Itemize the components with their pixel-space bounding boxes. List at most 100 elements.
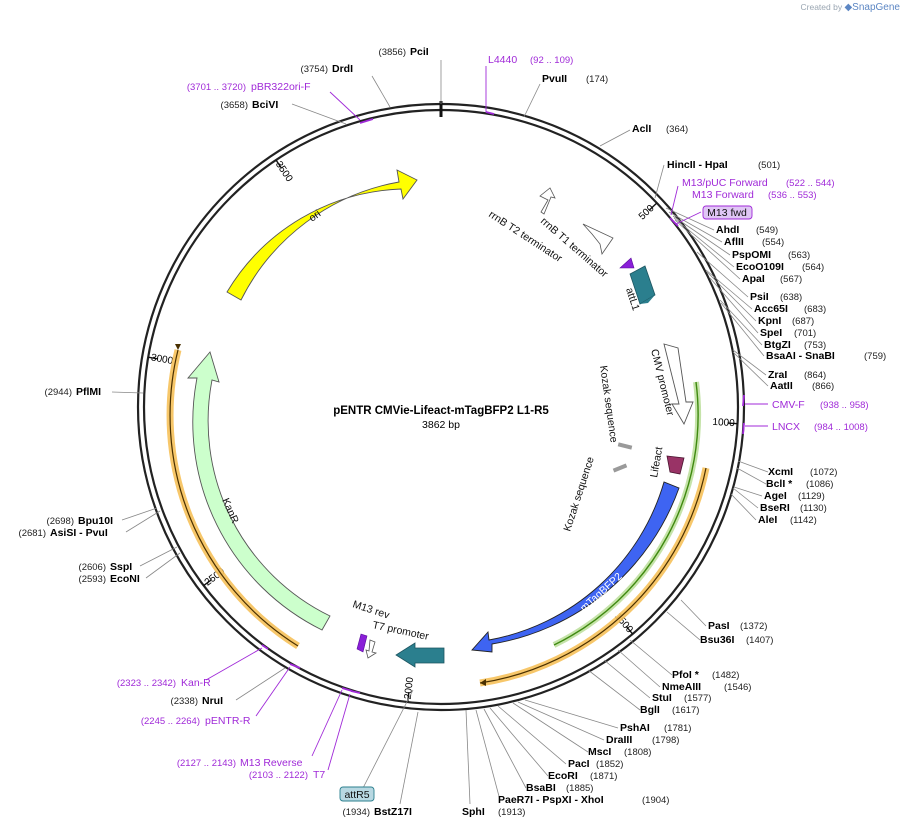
site-label-aflii[interactable]: AflII — [724, 236, 744, 248]
site-pos[interactable]: (1142) — [790, 515, 817, 526]
site-pos[interactable]: (501) — [758, 160, 780, 171]
site-label-pshai[interactable]: PshAI — [620, 722, 650, 734]
primer-label-pbr322orif[interactable]: pBR322ori-F — [251, 81, 311, 93]
site-label-bcivi[interactable]: BciVI — [252, 99, 278, 111]
site-label-nrui[interactable]: NruI — [202, 695, 223, 707]
site-pos[interactable]: (687) — [792, 316, 814, 327]
primer-label-pentrr[interactable]: pENTR-R — [205, 715, 251, 727]
site-label-alei[interactable]: AleI — [758, 514, 777, 526]
site-pos[interactable]: (3754) — [301, 64, 328, 75]
site-pos[interactable]: (1798) — [652, 735, 679, 746]
site-label-xcmi[interactable]: XcmI — [768, 466, 793, 478]
site-label-bsu36i[interactable]: Bsu36I — [700, 634, 735, 646]
primer-label-cmvf[interactable]: CMV-F — [772, 399, 805, 411]
site-label-snabi[interactable]: BsaAI - SnaBI — [766, 350, 835, 362]
site-label-zrai[interactable]: ZraI — [768, 369, 787, 381]
site-pos[interactable]: (1129) — [798, 491, 825, 502]
primer-pos[interactable]: (938 .. 958) — [820, 400, 869, 411]
primer-label-t7[interactable]: T7 — [313, 769, 325, 781]
primer-pos[interactable]: (522 .. 544) — [786, 178, 835, 189]
site-pos[interactable]: (2338) — [171, 696, 198, 707]
site-pos[interactable]: (1934) — [343, 807, 370, 818]
site-label-draiii[interactable]: DraIII — [606, 734, 632, 746]
site-pos[interactable]: (866) — [812, 381, 834, 392]
primer-pos[interactable]: (2127 .. 2143) — [177, 758, 236, 769]
site-pos[interactable]: (759) — [864, 351, 886, 362]
primer-pos[interactable]: (2245 .. 2264) — [141, 716, 200, 727]
site-label-msci[interactable]: MscI — [588, 746, 611, 758]
site-label-nmeaiii[interactable]: NmeAIII — [662, 681, 701, 693]
site-label-psii[interactable]: PsiI — [750, 291, 769, 303]
site-pos[interactable]: (2681) — [19, 528, 46, 539]
primer-pos[interactable]: (984 .. 1008) — [814, 422, 868, 433]
site-label-ecori[interactable]: EcoRI — [548, 770, 578, 782]
primer-pos[interactable]: (536 .. 553) — [768, 190, 817, 201]
site-pos[interactable]: (701) — [794, 328, 816, 339]
site-pos[interactable]: (1372) — [740, 621, 767, 632]
m13fwd-box-label[interactable]: M13 fwd — [707, 207, 747, 219]
site-pos[interactable]: (1781) — [664, 723, 691, 734]
site-pos[interactable]: (864) — [804, 370, 826, 381]
site-label-bpu10i[interactable]: Bpu10I — [78, 515, 113, 527]
site-label-econi[interactable]: EcoNI — [110, 573, 140, 585]
site-label-spei[interactable]: SpeI — [760, 327, 782, 339]
site-label-kpni[interactable]: KpnI — [758, 315, 781, 327]
site-pos[interactable]: (364) — [666, 124, 688, 135]
site-label-btgzi[interactable]: BtgZI — [764, 339, 791, 351]
site-label-acc65i[interactable]: Acc65I — [754, 303, 788, 315]
site-pos[interactable]: (1852) — [596, 759, 623, 770]
site-label-sphi[interactable]: SphI — [462, 806, 485, 818]
site-pos[interactable]: (3856) — [379, 47, 406, 58]
site-label-acli[interactable]: AclI — [632, 123, 651, 135]
site-pos[interactable]: (1885) — [566, 783, 593, 794]
site-label-bstz17i[interactable]: BstZ17I — [374, 806, 412, 818]
site-pos[interactable]: (753) — [804, 340, 826, 351]
site-label-pfoi[interactable]: PfoI * — [672, 669, 700, 681]
site-pos[interactable]: (549) — [756, 225, 778, 236]
site-pos[interactable]: (1086) — [806, 479, 833, 490]
site-pos[interactable]: (1130) — [800, 503, 827, 514]
site-label-bgli[interactable]: BglI — [640, 704, 660, 716]
site-pos[interactable]: (567) — [780, 274, 802, 285]
site-pos[interactable]: (2698) — [47, 516, 74, 527]
site-pos[interactable]: (1407) — [746, 635, 773, 646]
site-pos[interactable]: (1913) — [498, 807, 525, 818]
primer-label-m13reverse[interactable]: M13 Reverse — [240, 757, 303, 769]
site-label-paci[interactable]: PacI — [568, 758, 590, 770]
site-pos[interactable]: (554) — [762, 237, 784, 248]
site-label-aatii[interactable]: AatII — [770, 380, 793, 392]
site-pos[interactable]: (2606) — [79, 562, 106, 573]
primer-label-lncx[interactable]: LNCX — [772, 421, 800, 433]
site-label-drdi[interactable]: DrdI — [332, 63, 353, 75]
site-label-apai[interactable]: ApaI — [742, 273, 765, 285]
primer-pos[interactable]: (2323 .. 2342) — [117, 678, 176, 689]
site-label-bseri[interactable]: BseRI — [760, 502, 790, 514]
site-pos[interactable]: (564) — [802, 262, 824, 273]
primer-pos[interactable]: (3701 .. 3720) — [187, 82, 246, 93]
site-label-hpai[interactable]: HincII - HpaI — [667, 159, 728, 171]
site-pos[interactable]: (638) — [780, 292, 802, 303]
primer-label-m13forward[interactable]: M13 Forward — [692, 189, 754, 201]
attr5-box-label[interactable]: attR5 — [344, 789, 369, 801]
primer-pos[interactable]: (2103 .. 2122) — [249, 770, 308, 781]
site-pos[interactable]: (1617) — [672, 705, 699, 716]
site-label-pspomi[interactable]: PspOMI — [732, 249, 771, 261]
site-pos[interactable]: (2944) — [45, 387, 72, 398]
site-label-pasi[interactable]: PasI — [708, 620, 730, 632]
site-pos[interactable]: (1904) — [642, 795, 669, 806]
site-label-ecoo109i[interactable]: EcoO109I — [736, 261, 784, 273]
site-pos[interactable]: (1482) — [712, 670, 739, 681]
site-pos[interactable]: (1808) — [624, 747, 651, 758]
site-label-bsabi[interactable]: BsaBI — [526, 782, 556, 794]
site-pos[interactable]: (2593) — [79, 574, 106, 585]
site-label-xhoi[interactable]: PaeR7I - PspXI - XhoI — [498, 794, 604, 806]
site-pos[interactable]: (1871) — [590, 771, 617, 782]
site-pos[interactable]: (1546) — [724, 682, 751, 693]
site-pos[interactable]: (1072) — [810, 467, 837, 478]
site-label-agei[interactable]: AgeI — [764, 490, 787, 502]
site-label-pvui[interactable]: AsiSI - PvuI — [50, 527, 108, 539]
site-pos[interactable]: (683) — [804, 304, 826, 315]
primer-pos[interactable]: (92 .. 109) — [530, 55, 573, 66]
site-pos[interactable]: (563) — [788, 250, 810, 261]
site-label-pvuii[interactable]: PvuII — [542, 73, 567, 85]
